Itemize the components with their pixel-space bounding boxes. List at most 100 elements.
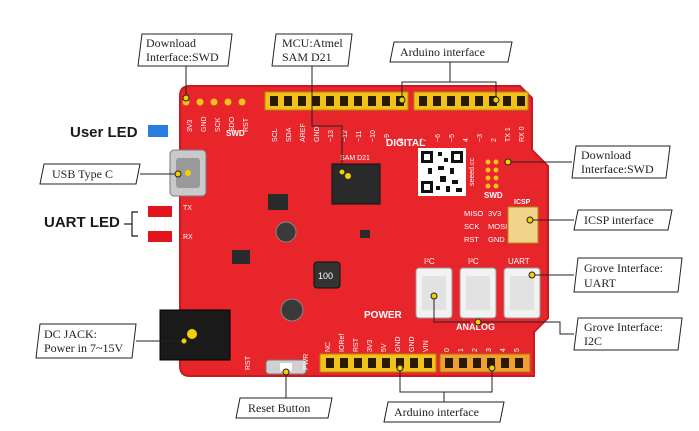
callout-grove-i2c: Grove Interface: I2C bbox=[573, 317, 683, 351]
rst-board-label: RST bbox=[245, 355, 252, 370]
qr-code bbox=[418, 148, 466, 196]
header-top-right bbox=[413, 91, 529, 111]
icsp-label-right: 3V3 bbox=[488, 209, 501, 218]
callout-reset: Reset Button bbox=[235, 397, 333, 419]
callout-arduino-top: Arduino interface bbox=[389, 41, 513, 63]
top-pin-label: SCL bbox=[272, 128, 279, 142]
top-pin-label: ~3 bbox=[477, 134, 484, 142]
analog-pin-label: 0 bbox=[444, 348, 451, 352]
digital-label: DIGITAL bbox=[386, 138, 425, 149]
dc-jack bbox=[159, 309, 231, 361]
callouts: Download Interface:SWD MCU:Atmel SAM D21… bbox=[35, 33, 683, 423]
callout-grove-uart: Grove Interface: UART bbox=[573, 257, 683, 293]
rx-board-label: RX bbox=[183, 234, 193, 241]
power-label: POWER bbox=[364, 310, 403, 321]
callout-grove-uart-line1: Grove Interface: bbox=[584, 261, 663, 275]
swd-pin-label: SDO bbox=[229, 116, 236, 132]
callout-mcu-line2: SAM D21 bbox=[282, 50, 332, 64]
leader-dots bbox=[174, 94, 536, 376]
regulator-chip bbox=[268, 194, 288, 210]
grove-connector-i2c-2: I²C bbox=[459, 257, 497, 319]
swd-pin-label: 3V3 bbox=[187, 119, 194, 132]
capacitor-bottom bbox=[280, 298, 304, 322]
top-pin-label: SDA bbox=[286, 127, 293, 142]
callout-download-swd-top-line2: Interface:SWD bbox=[146, 50, 219, 64]
top-pin-label: AREF bbox=[300, 123, 307, 142]
swd-pin-label: SCK bbox=[215, 117, 222, 132]
callout-dc-jack-line2: Power in 7~15V bbox=[44, 341, 123, 355]
callout-dc-jack-line1: DC JACK: bbox=[44, 327, 97, 341]
icsp-label-right: GND bbox=[488, 235, 505, 244]
user-led-swatch bbox=[148, 125, 168, 137]
icsp-label-left: SCK bbox=[464, 222, 479, 231]
analog-pin-label: 4 bbox=[500, 348, 507, 352]
power-pin-label: NC bbox=[325, 342, 332, 352]
top-pin-label: ~12 bbox=[342, 130, 349, 142]
top-pin-label: ~5 bbox=[449, 134, 456, 142]
icsp-label-right: MOSI bbox=[488, 222, 507, 231]
swd-label-right: SWD bbox=[484, 191, 503, 200]
inductor bbox=[313, 261, 341, 289]
tx-board-label: TX bbox=[183, 205, 192, 212]
analog-label: ANALOG bbox=[456, 322, 495, 332]
top-pin-label: ~11 bbox=[356, 131, 363, 142]
icsp-title: ICSP bbox=[514, 199, 531, 206]
callout-icsp-text: ICSP interface bbox=[584, 213, 654, 227]
callout-download-swd-right: Download Interface:SWD bbox=[571, 145, 671, 179]
callout-download-swd-right-line2: Interface:SWD bbox=[581, 162, 654, 176]
top-pin-label: ~10 bbox=[370, 130, 377, 142]
top-pin-label: ~6 bbox=[435, 134, 442, 142]
tx-led-swatch bbox=[148, 206, 172, 217]
callout-usb-text: USB Type C bbox=[52, 167, 113, 181]
small-ic bbox=[232, 250, 250, 264]
analog-pin-label: 5 bbox=[514, 348, 521, 352]
swd-pin-labels: 3V3 GND SCK SDO RST bbox=[187, 116, 250, 132]
seeed-url: seeed.cc bbox=[469, 157, 476, 186]
top-pin-label: ~9 bbox=[384, 134, 391, 142]
grove-connector-uart: UART bbox=[503, 257, 541, 319]
callout-arduino-bottom: Arduino interface bbox=[383, 401, 505, 423]
top-pin-label: GND bbox=[314, 126, 321, 142]
top-pin-label: RX 0 bbox=[519, 126, 526, 142]
top-pin-labels: SCL SDA AREF GND ~13 ~12 ~11 ~10 ~9 8 7 … bbox=[272, 123, 526, 142]
leader-lines bbox=[136, 62, 574, 402]
mcu-marker bbox=[345, 173, 351, 179]
power-pin-label: VIN bbox=[423, 340, 430, 352]
top-pin-label: 8 bbox=[398, 138, 405, 142]
reset-switch-knob bbox=[280, 363, 292, 371]
seeeduino-board: 3V3 GND SCK SDO RST SWD SCL SDA AREF GND… bbox=[159, 85, 549, 377]
pwr-board-label: PWR bbox=[303, 354, 310, 370]
power-pin-label: RST bbox=[353, 337, 360, 352]
top-pin-label: 2 bbox=[491, 138, 498, 142]
callout-download-swd-top: Download Interface:SWD bbox=[137, 33, 233, 67]
callout-mcu-line1: MCU:Atmel bbox=[282, 36, 343, 50]
callout-dc-jack: DC JACK: Power in 7~15V bbox=[35, 323, 137, 359]
callout-arduino-bottom-text: Arduino interface bbox=[394, 405, 479, 419]
power-pin-label: GND bbox=[409, 336, 416, 352]
analog-pin-label: 3 bbox=[486, 348, 493, 352]
power-pin-label: 5V bbox=[381, 343, 388, 352]
callout-usb: USB Type C bbox=[39, 163, 141, 185]
swd-label-top: SWD bbox=[226, 129, 245, 138]
grove-i2c-2-label: I²C bbox=[468, 257, 479, 266]
callout-grove-i2c-line1: Grove Interface: bbox=[584, 320, 663, 334]
power-pin-labels: NC IORef RST 3V3 5V GND GND VIN bbox=[325, 334, 430, 352]
grove-uart-board-label: UART bbox=[508, 257, 530, 266]
icsp-label-left: MISO bbox=[464, 209, 483, 218]
swd-pin-label: GND bbox=[201, 116, 208, 132]
icsp-label-left: RST bbox=[464, 235, 479, 244]
usb-c-marker bbox=[185, 170, 191, 176]
icsp-row-labels: MISO 3V3 SCK MOSI RST GND bbox=[464, 209, 507, 244]
callout-arduino-top-text: Arduino interface bbox=[400, 45, 485, 59]
small-ic-2 bbox=[360, 230, 370, 238]
rx-led-swatch bbox=[148, 231, 172, 242]
callout-icsp: ICSP interface bbox=[573, 209, 673, 231]
power-pin-label: IORef bbox=[339, 334, 346, 352]
power-pin-label: 3V3 bbox=[367, 339, 374, 352]
top-pin-label: TX 1 bbox=[505, 127, 512, 142]
header-bottom-holes bbox=[326, 358, 523, 368]
swd-right-pads bbox=[485, 159, 499, 189]
uart-led-bracket bbox=[124, 211, 138, 237]
top-pin-label: 7 bbox=[421, 138, 428, 142]
